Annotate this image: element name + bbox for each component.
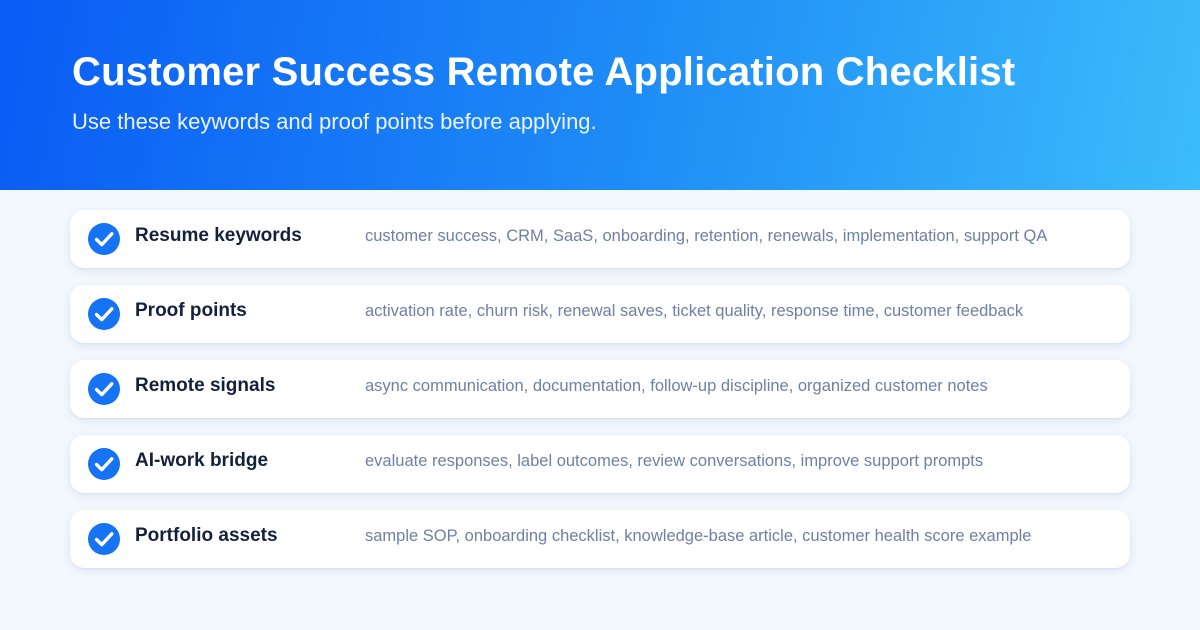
check-circle-icon <box>88 448 120 480</box>
check-circle-icon <box>88 223 120 255</box>
check-circle-icon <box>88 523 120 555</box>
checklist-item-description: customer success, CRM, SaaS, onboarding,… <box>365 227 1048 245</box>
checklist-item-description: evaluate responses, label outcomes, revi… <box>365 452 984 470</box>
checklist-item-title: AI-work bridge <box>135 450 269 471</box>
page-title: Customer Success Remote Application Chec… <box>72 50 1016 94</box>
checklist-item-title: Portfolio assets <box>135 525 278 546</box>
checklist-item-resume-keywords: Resume keywords customer success, CRM, S… <box>70 210 1130 268</box>
check-circle-icon <box>88 298 120 330</box>
checklist-item-title: Remote signals <box>135 375 276 396</box>
checklist-item-description: activation rate, churn risk, renewal sav… <box>365 302 1024 320</box>
checklist-item-description: async communication, documentation, foll… <box>365 377 988 395</box>
check-circle-icon <box>88 373 120 405</box>
checklist-item-proof-points: Proof points activation rate, churn risk… <box>70 285 1130 343</box>
header-banner: Customer Success Remote Application Chec… <box>0 0 1200 190</box>
checklist-item-title: Resume keywords <box>135 225 302 246</box>
checklist-item-portfolio-assets: Portfolio assets sample SOP, onboarding … <box>70 510 1130 568</box>
checklist-item-remote-signals: Remote signals async communication, docu… <box>70 360 1130 418</box>
page-subtitle: Use these keywords and proof points befo… <box>72 109 597 134</box>
checklist-item-title: Proof points <box>135 300 247 321</box>
checklist: Resume keywords customer success, CRM, S… <box>70 210 1130 585</box>
checklist-item-ai-work-bridge: AI-work bridge evaluate responses, label… <box>70 435 1130 493</box>
checklist-item-description: sample SOP, onboarding checklist, knowle… <box>365 527 1032 545</box>
